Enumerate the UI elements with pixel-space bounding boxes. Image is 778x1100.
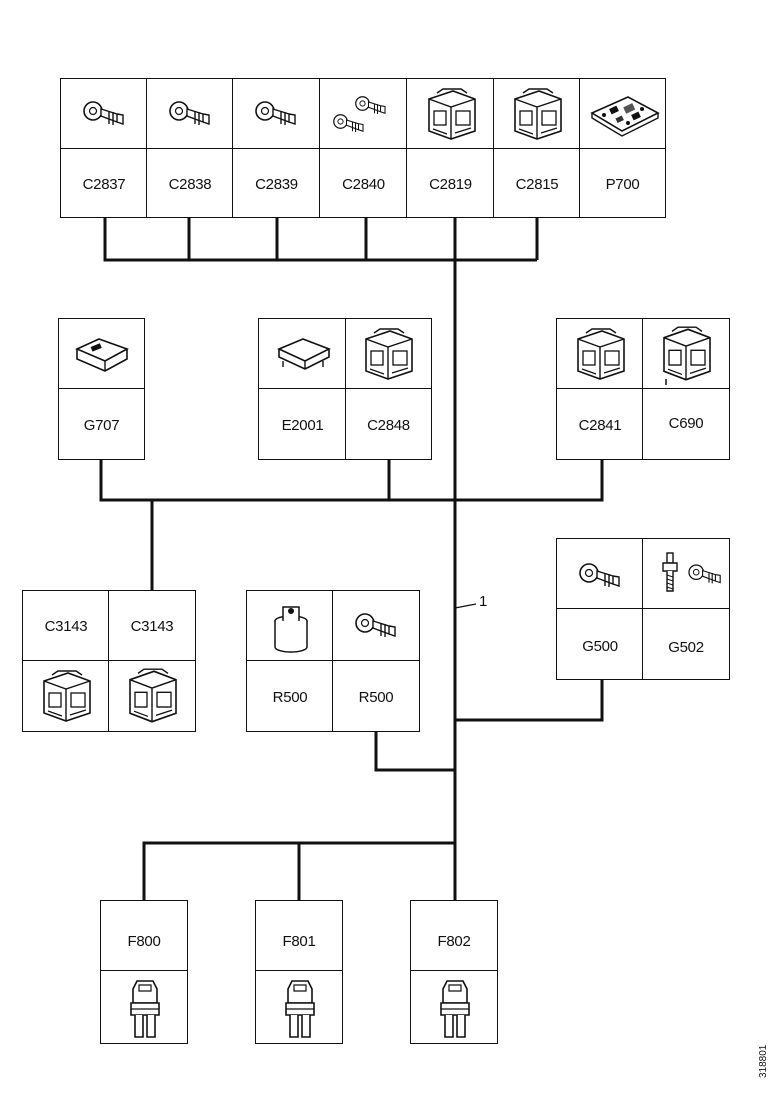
fuse-label-f801: F801	[282, 933, 316, 950]
g502-icon-cell	[642, 538, 730, 610]
ring-terminal-icon	[169, 101, 210, 126]
fuse-label-f802: F802	[437, 933, 471, 950]
connector-label-c2838: C2838	[168, 176, 212, 193]
document-id: 318801	[758, 1044, 769, 1078]
connector-icon	[365, 328, 413, 380]
ring-terminal-icon	[83, 101, 124, 126]
c2837-icon-cell	[60, 78, 148, 150]
connector-icon	[663, 326, 711, 385]
c2840-icon-cell	[319, 78, 408, 150]
connector-label-c3143: C3143	[130, 618, 174, 635]
connector-label-c690: C690	[668, 415, 704, 432]
r500-icon-cell-1	[246, 590, 334, 662]
connector-label-c2819: C2819	[429, 176, 472, 193]
c2815-icon-cell	[493, 78, 581, 150]
c2841-icon-cell	[556, 318, 644, 390]
c2841-label-cell: C2841	[556, 388, 644, 460]
component-label-r500: R500	[272, 689, 308, 706]
connector-label-c3143: C3143	[44, 618, 88, 635]
c3143-icon-cell-1	[22, 660, 110, 732]
c690-icon-cell	[642, 318, 730, 390]
r500-label-cell-1: R500	[246, 660, 334, 732]
connector-label-p700: P700	[605, 176, 640, 193]
circuit-board-icon	[590, 96, 660, 137]
ring-terminal-icon	[255, 101, 296, 126]
c2840-label-cell: C2840	[319, 148, 408, 218]
component-label-r500: R500	[358, 689, 394, 706]
c2815-label-cell: C2815	[493, 148, 581, 218]
f802-label-cell: F802	[410, 900, 498, 972]
f801-label-cell: F801	[255, 900, 343, 972]
c2839-label-cell: C2839	[232, 148, 321, 218]
p700-label-cell: P700	[579, 148, 666, 218]
fuse-icon	[130, 980, 160, 1038]
ring-terminal-icon	[579, 563, 620, 588]
c2838-icon-cell	[146, 78, 234, 150]
connector-label-c2837: C2837	[82, 176, 126, 193]
g502-label-cell: G502	[642, 608, 730, 680]
r500-icon-cell-2	[332, 590, 420, 662]
connector-icon	[129, 668, 177, 723]
ground-label-g500: G500	[582, 638, 618, 655]
connector-icon	[428, 88, 476, 140]
component-label-e2001: E2001	[281, 417, 324, 434]
double-ring-terminal-icon	[333, 96, 386, 133]
ring-terminal-icon	[355, 613, 396, 638]
harness-callout-number: 1	[479, 593, 488, 610]
connector-icon	[43, 670, 91, 722]
resistor-icon	[274, 606, 308, 653]
c2819-label-cell: C2819	[406, 148, 495, 218]
c2839-icon-cell	[232, 78, 321, 150]
e2001-icon-cell	[258, 318, 347, 390]
f801-icon-cell	[255, 970, 343, 1044]
c2848-icon-cell	[345, 318, 432, 390]
connector-plug-icon	[75, 338, 129, 372]
connector-label-c2841: C2841	[578, 417, 622, 434]
module-icon	[277, 338, 331, 370]
c690-label-cell: C690	[642, 388, 730, 460]
r500-label-cell-2: R500	[332, 660, 420, 732]
connector-icon	[514, 88, 562, 140]
c3143-label-cell-1: C3143	[22, 590, 110, 662]
ground-label-g502: G502	[668, 639, 704, 656]
connector-icon	[577, 328, 625, 380]
f802-icon-cell	[410, 970, 498, 1044]
g707-label-cell: G707	[58, 388, 145, 460]
c3143-label-cell-2: C3143	[108, 590, 196, 662]
c2838-label-cell: C2838	[146, 148, 234, 218]
g500-label-cell: G500	[556, 608, 644, 680]
fuse-label-f800: F800	[127, 933, 161, 950]
connector-label-c2848: C2848	[367, 417, 410, 434]
connector-label-g707: G707	[83, 417, 120, 434]
g500-icon-cell	[556, 538, 644, 610]
c2819-icon-cell	[406, 78, 495, 150]
c2837-label-cell: C2837	[60, 148, 148, 218]
connector-label-c2815: C2815	[515, 176, 559, 193]
c3143-icon-cell-2	[108, 660, 196, 732]
connector-label-c2839: C2839	[255, 176, 298, 193]
fuse-icon	[440, 980, 470, 1038]
p700-icon-cell	[579, 78, 666, 150]
f800-label-cell: F800	[100, 900, 188, 972]
f800-icon-cell	[100, 970, 188, 1044]
ground-stud-icon	[662, 552, 721, 592]
connector-label-c2840: C2840	[342, 176, 385, 193]
c2848-label-cell: C2848	[345, 388, 432, 460]
e2001-label-cell: E2001	[258, 388, 347, 460]
g707-icon-cell	[58, 318, 145, 390]
fuse-icon	[285, 980, 315, 1038]
